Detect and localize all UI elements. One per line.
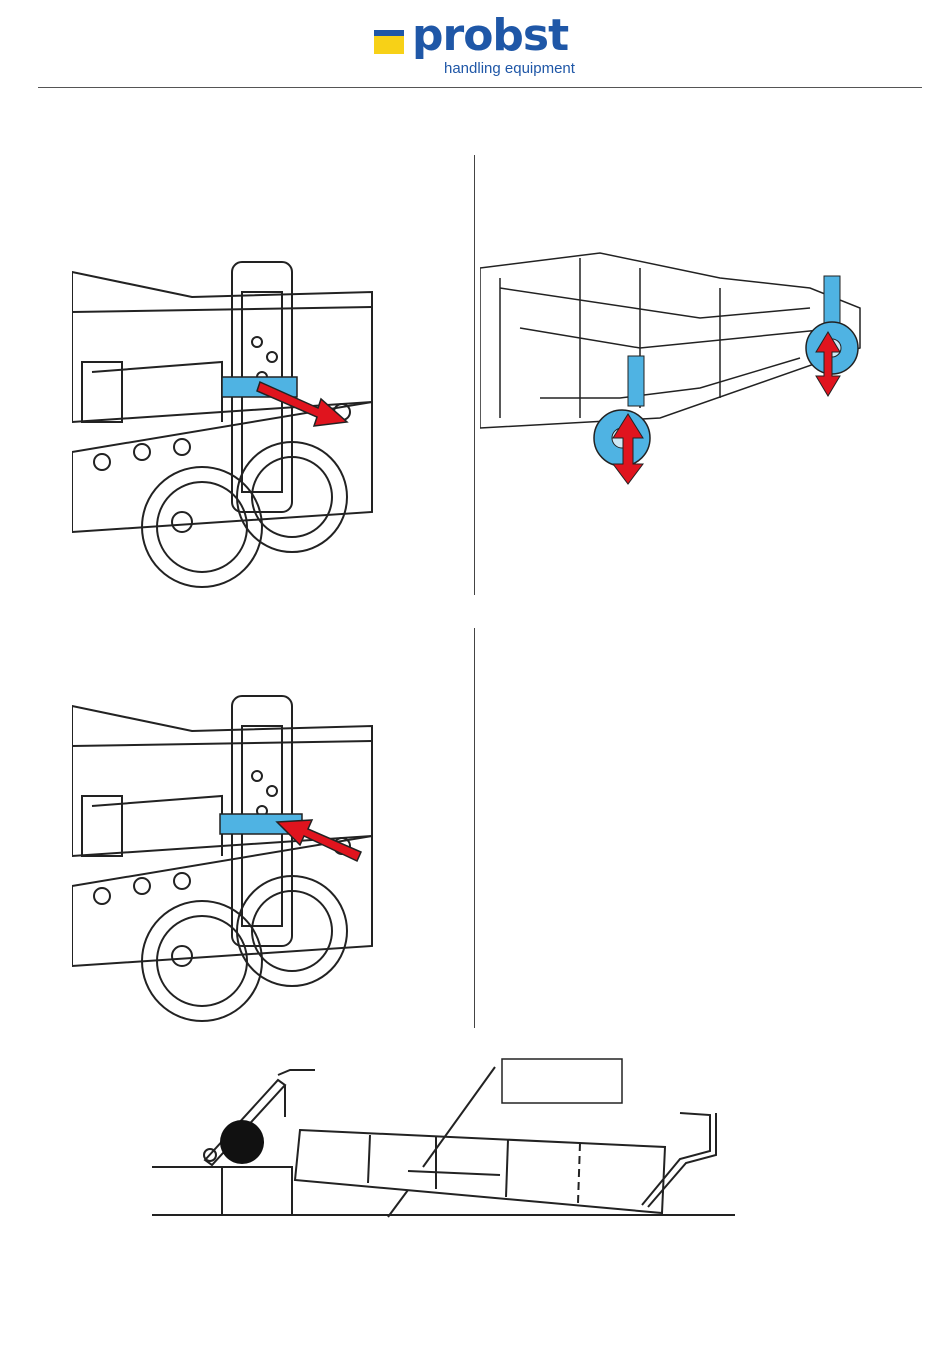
figure-wheel-pin-pull <box>72 252 377 592</box>
header-divider <box>38 87 922 88</box>
column-divider-middle <box>474 628 475 1028</box>
figure-height-adjust <box>480 248 870 488</box>
figure-side-diagram <box>150 1055 740 1225</box>
figure-wheel-pin-insert <box>72 686 377 1026</box>
logo-mark <box>374 30 404 54</box>
column-divider-top <box>474 155 475 595</box>
logo-tagline: handling equipment <box>444 60 575 77</box>
logo-wordmark: probst <box>412 10 568 61</box>
wheel-assembly-left <box>594 356 650 466</box>
roller-weight <box>220 1120 264 1164</box>
label-box <box>502 1059 622 1103</box>
